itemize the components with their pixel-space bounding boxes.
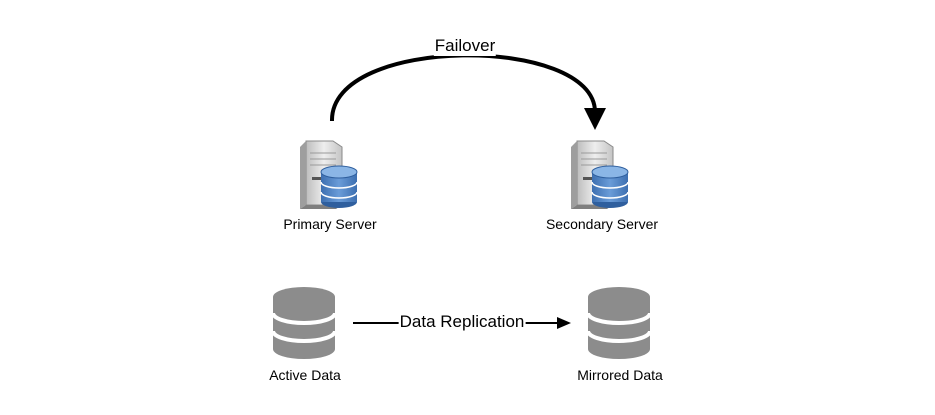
primary-server-icon — [300, 140, 358, 209]
failover-label: Failover — [433, 36, 497, 56]
secondary-server-icon — [571, 140, 629, 209]
secondary-server-label: Secondary Server — [545, 216, 659, 232]
mirrored-data-database-icon — [586, 287, 652, 359]
active-data-database-icon — [271, 287, 337, 359]
mirrored-data-label: Mirrored Data — [577, 367, 663, 383]
failover-arrow — [329, 53, 606, 130]
replication-label: Data Replication — [398, 312, 526, 332]
primary-server-label: Primary Server — [283, 216, 377, 232]
active-data-label: Active Data — [269, 367, 341, 383]
